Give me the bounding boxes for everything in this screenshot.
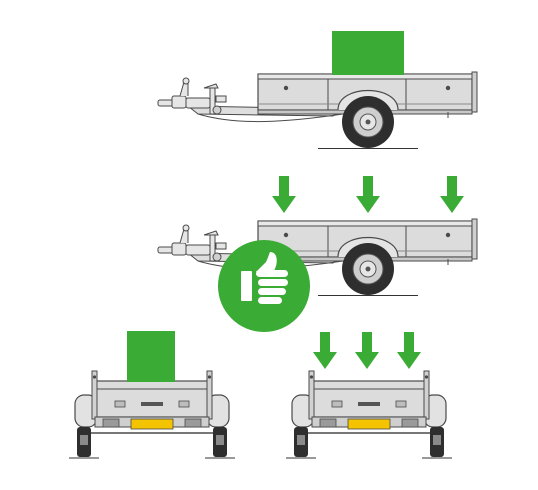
arrow-down-icon [272,176,296,213]
concentrated-load-block [127,331,175,382]
concentrated-load-block [332,31,404,75]
arrow-down-icon [397,332,421,369]
trailer-rear-view [285,370,453,459]
thumbs-up-icon [218,240,310,332]
arrow-down-icon [313,332,337,369]
rear-view-distributed-load [285,332,453,459]
rear-view-concentrated-load [68,331,236,459]
side-view-distributed-load [157,176,478,332]
trailer-rear-view [68,370,236,459]
side-view-concentrated-load [157,31,478,150]
arrow-down-icon [356,176,380,213]
arrow-down-icon [355,332,379,369]
trailer-side-view [157,218,478,297]
arrow-down-icon [440,176,464,213]
trailer-side-view [157,71,478,150]
